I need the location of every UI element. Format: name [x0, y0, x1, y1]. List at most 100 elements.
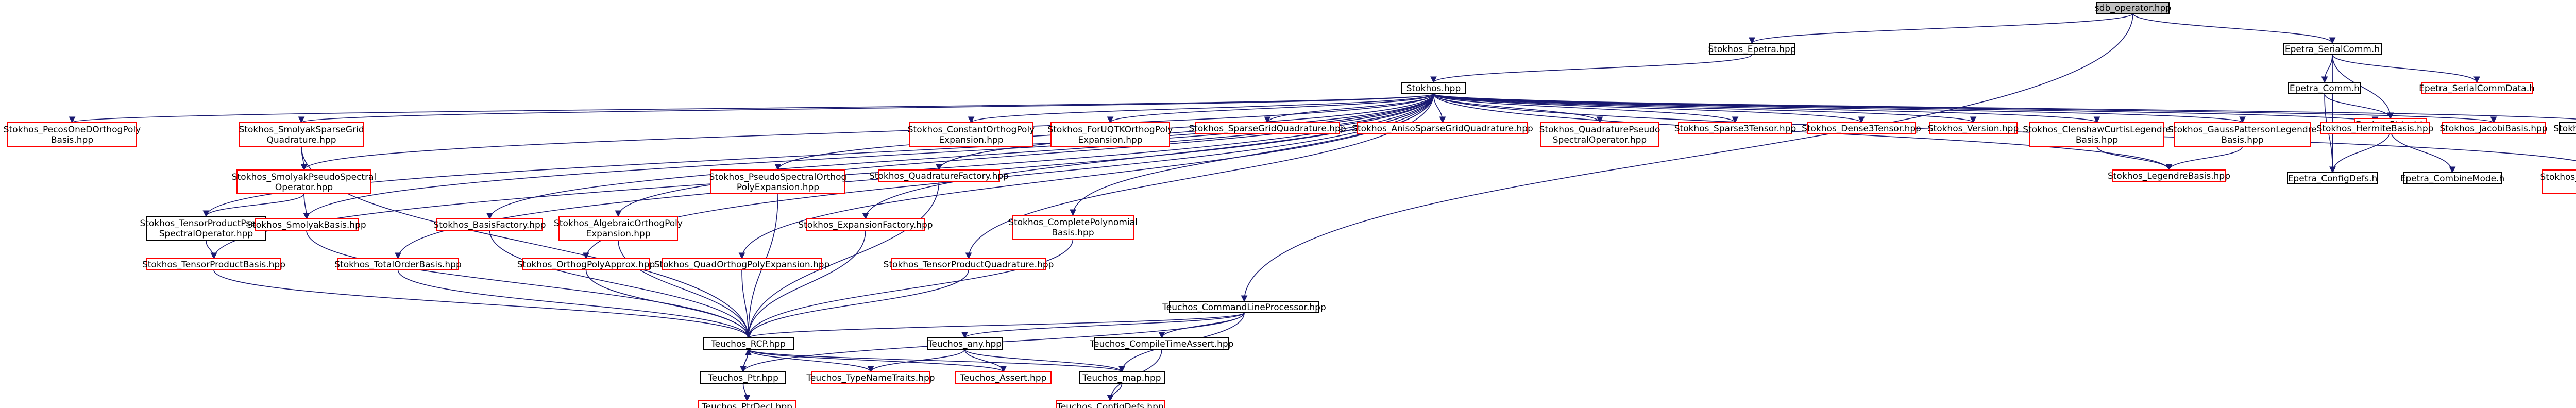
edge-clp-to-any: [961, 312, 1245, 339]
edge-stokhos_hpp-to-sparse3tensor: [1433, 93, 1739, 124]
edge-tensor_quadrature-to-rcp: [745, 269, 969, 339]
node-label: Stokhos_TensorProductQuadrature.hpp: [884, 260, 1054, 270]
node-label: Teuchos_Assert.hpp: [960, 373, 1047, 383]
node-smolyak-pseudo[interactable]: Stokhos_SmolyakPseudoSpectralOperator.hp…: [232, 169, 376, 194]
node-box: [2287, 172, 2378, 184]
node-legendre[interactable]: Stokhos_LegendreBasis.hpp: [2108, 169, 2230, 182]
node-ptr-decl[interactable]: Teuchos_PtrDecl.hpp: [698, 400, 796, 408]
node-serialcomm-h[interactable]: Epetra_SerialComm.h: [2283, 43, 2382, 55]
node-label: Stokhos_AlgebraicOrthogPoly: [554, 218, 683, 229]
node-dense3tensor[interactable]: Stokhos_Dense3Tensor.hpp: [1802, 122, 1921, 134]
node-box: [1079, 371, 1165, 384]
node-compile-time-assert[interactable]: Teuchos_CompileTimeAssert.hpp: [1090, 337, 1234, 350]
node-sparse3tensor[interactable]: Stokhos_Sparse3Tensor.hpp: [1674, 122, 1797, 134]
edge-root-to-clp: [1241, 13, 2133, 302]
node-box: [146, 216, 266, 241]
edge-any-to-type_name_traits: [867, 349, 965, 373]
node-aniso-sparse-grid[interactable]: Stokhos_AnisoSparseGridQuadrature.hpp: [1352, 122, 1533, 134]
node-tensor-pseudo[interactable]: Stokhos_TensorProductPseudoSpectralOpera…: [140, 216, 273, 241]
node-version[interactable]: Stokhos_Version.hpp: [1928, 122, 2019, 134]
edge-any-to-map: [964, 349, 1125, 373]
node-box: [2112, 169, 2226, 182]
node-box: [710, 169, 845, 194]
node-box: [337, 258, 459, 270]
node-box: [927, 337, 1003, 350]
node-smolyak-basis[interactable]: Stokhos_SmolyakBasis.hpp: [247, 218, 366, 231]
node-label: Basis.hpp: [2221, 135, 2263, 145]
node-box: [806, 218, 925, 231]
edge-quad_orthog_expansion-to-rcp: [741, 269, 752, 339]
node-clp[interactable]: Teuchos_CommandLineProcessor.hpp: [1162, 301, 1326, 313]
node-sparse-grid-quad[interactable]: Stokhos_SparseGridQuadrature.hpp: [1189, 122, 1346, 134]
node-tensor-basis[interactable]: Stokhos_TensorProductBasis.hpp: [142, 258, 285, 270]
node-label: Stokhos_CompletePolynomial: [1008, 217, 1138, 228]
node-label: Stokhos_QuadratureFactory.hpp: [869, 171, 1009, 181]
node-box: [703, 337, 794, 350]
node-tensor-quadrature[interactable]: Stokhos_TensorProductQuadrature.hpp: [884, 258, 1054, 270]
node-pseudo-spectral-expansion[interactable]: Stokhos_PseudoSpectralOrthogPolyExpansio…: [709, 169, 847, 194]
node-any[interactable]: Teuchos_any.hpp: [927, 337, 1003, 350]
node-hermite[interactable]: Stokhos_HermiteBasis.hpp: [2317, 122, 2434, 134]
edge-smolyak_pseudo-to-smolyak_basis: [303, 193, 310, 220]
node-epetra-hpp[interactable]: Stokhos_Epetra.hpp: [1708, 43, 1796, 55]
node-label: Epetra_SerialCommData.h: [2419, 83, 2535, 94]
node-discretized-stieltjes[interactable]: Stokhos_DiscretizedStieltjesBasis.hpp: [2540, 169, 2576, 194]
node-stokhos-hpp[interactable]: Stokhos.hpp: [1401, 82, 1466, 94]
node-type-name-traits[interactable]: Teuchos_TypeNameTraits.hpp: [806, 371, 935, 384]
node-quadrature-pseudo[interactable]: Stokhos_QuadraturePseudoSpectralOperator…: [1539, 122, 1660, 147]
node-label: Quadrature.hpp: [266, 135, 336, 145]
node-box: [2421, 82, 2533, 94]
node-combinemode-h[interactable]: Epetra_CombineMode.h: [2400, 172, 2505, 184]
node-root: sdb_operator.hpp: [2095, 2, 2171, 14]
node-label: Stokhos_GaussPattersonLegendre: [2168, 125, 2317, 135]
node-box: [1094, 337, 1229, 350]
node-label: PolyExpansion.hpp: [737, 182, 819, 193]
node-ptr[interactable]: Teuchos_Ptr.hpp: [700, 371, 786, 384]
node-box: [2283, 43, 2382, 55]
node-box: [1050, 122, 1170, 147]
node-box: [909, 122, 1033, 147]
node-quad-orthog-expansion[interactable]: Stokhos_QuadOrthogPolyExpansion.hpp: [654, 258, 830, 270]
node-expansion-factory[interactable]: Stokhos_ExpansionFactory.hpp: [798, 218, 933, 231]
node-orthog-poly-approx[interactable]: Stokhos_OrthogPolyApprox.hpp: [517, 258, 655, 270]
edge-stokhos_hpp-to-smolyak_sparse_grid: [298, 93, 1434, 124]
node-box: [1540, 122, 1659, 147]
node-box: [1357, 122, 1528, 134]
node-box: [1709, 43, 1795, 55]
node-basis-factory[interactable]: Stokhos_BasisFactory.hpp: [433, 218, 546, 231]
node-serialcommdata-h[interactable]: Epetra_SerialCommData.h: [2419, 82, 2535, 94]
edge-stokhos_hpp-to-clenshaw: [1433, 93, 2100, 124]
node-label: Stokhos_ClenshawCurtisLegendre: [2023, 125, 2171, 135]
node-configdefs-h[interactable]: Epetra_ConfigDefs.h: [2287, 172, 2378, 184]
edge-any-to-assert: [964, 349, 1007, 373]
node-map[interactable]: Teuchos_map.hpp: [1079, 371, 1165, 384]
node-rcp[interactable]: Teuchos_RCP.hpp: [703, 337, 794, 350]
node-label: Stokhos_PecosOneDOrthogPoly: [4, 125, 141, 135]
edge-stokhos_hpp-to-algebraic: [615, 93, 1434, 217]
node-jacobi[interactable]: Stokhos_JacobiBasis.hpp: [2439, 122, 2548, 134]
node-label: Stokhos_AnisoSparseGridQuadrature.hpp: [1352, 124, 1533, 134]
node-label: Teuchos_CommandLineProcessor.hpp: [1162, 302, 1326, 313]
node-label: Teuchos_TypeNameTraits.hpp: [806, 373, 935, 383]
edge-serialcomm_h-to-object_h: [2332, 54, 2394, 120]
node-label: Stokhos_SmolyakBasis.hpp: [247, 220, 366, 230]
edge-root-to-epetra_hpp: [1749, 13, 2133, 44]
node-quadrature-factory[interactable]: Stokhos_QuadratureFactory.hpp: [869, 169, 1009, 182]
node-comm-h[interactable]: Epetra_Comm.h: [2288, 82, 2361, 94]
edge-serialcomm_h-to-configdefs_h: [2329, 54, 2336, 174]
node-rys[interactable]: Stokhos_RysBasis.hpp: [2553, 122, 2576, 134]
node-box: [236, 169, 371, 194]
node-label: Stokhos_ExpansionFactory.hpp: [798, 220, 933, 230]
node-total-order-basis[interactable]: Stokhos_TotalOrderBasis.hpp: [334, 258, 462, 270]
node-teuchos-config-defs[interactable]: Teuchos_ConfigDefs.hpp: [1056, 400, 1165, 408]
node-assert[interactable]: Teuchos_Assert.hpp: [955, 371, 1052, 384]
